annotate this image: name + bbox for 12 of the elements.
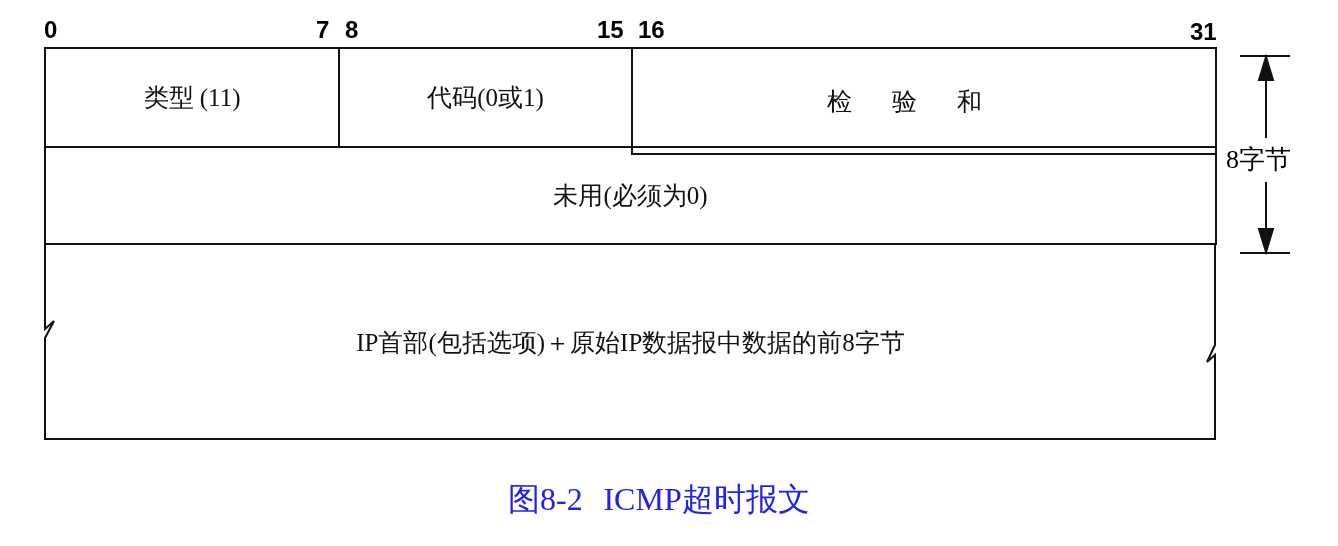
dimension-label: 8字节	[1226, 144, 1291, 176]
field-box: 未用(必须为0)	[44, 146, 1217, 245]
bit-number: 16	[638, 16, 665, 44]
field-box: IP首部(包括选项)＋原始IP数据报中数据的前8字节	[44, 243, 1217, 441]
bit-number: 15	[597, 16, 624, 44]
field-box: 检验和	[631, 47, 1217, 155]
bit-number: 0	[44, 16, 58, 44]
figure-caption: 图8-2 ICMP超时报文	[508, 480, 810, 519]
bit-number: 7	[316, 16, 330, 44]
bit-number: 8	[345, 16, 359, 44]
bit-number: 31	[1190, 18, 1217, 46]
field-box: 类型 (11)	[44, 47, 340, 148]
